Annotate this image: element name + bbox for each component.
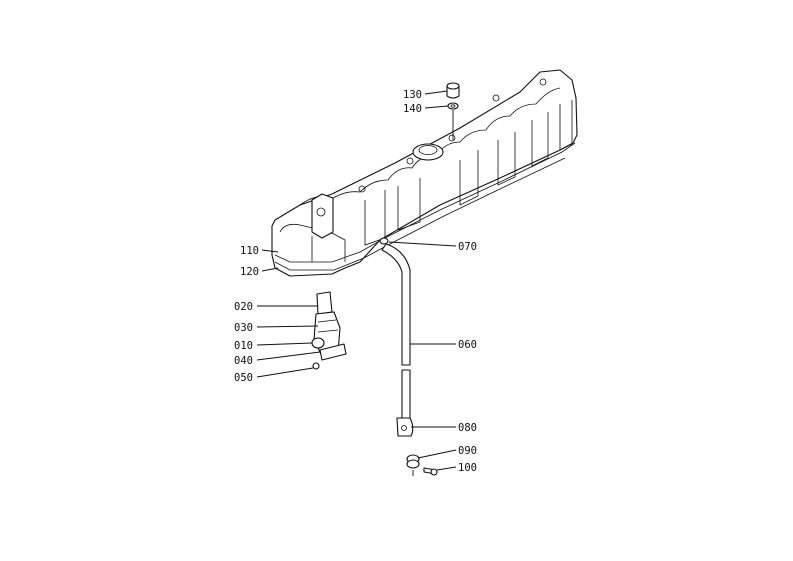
callout-130: 130 — [403, 89, 422, 101]
callout-120: 120 — [240, 266, 259, 278]
breather-pipe — [379, 237, 438, 476]
callout-030: 030 — [234, 322, 253, 334]
leader-lines — [256, 90, 457, 476]
callout-020: 020 — [234, 301, 253, 313]
callout-090: 090 — [458, 445, 477, 457]
valve-cover — [271, 69, 578, 277]
callout-080: 080 — [458, 422, 477, 434]
callout-100: 100 — [458, 462, 477, 474]
callout-040: 040 — [234, 355, 253, 367]
clamp-assembly — [311, 291, 347, 370]
callout-110: 110 — [240, 245, 259, 257]
callout-070: 070 — [458, 241, 477, 253]
washer-part-140 — [447, 102, 459, 110]
callout-010: 010 — [234, 340, 253, 352]
callout-060: 060 — [458, 339, 477, 351]
callout-050: 050 — [234, 372, 253, 384]
cap-part-130 — [446, 82, 460, 99]
callout-140: 140 — [403, 103, 422, 115]
